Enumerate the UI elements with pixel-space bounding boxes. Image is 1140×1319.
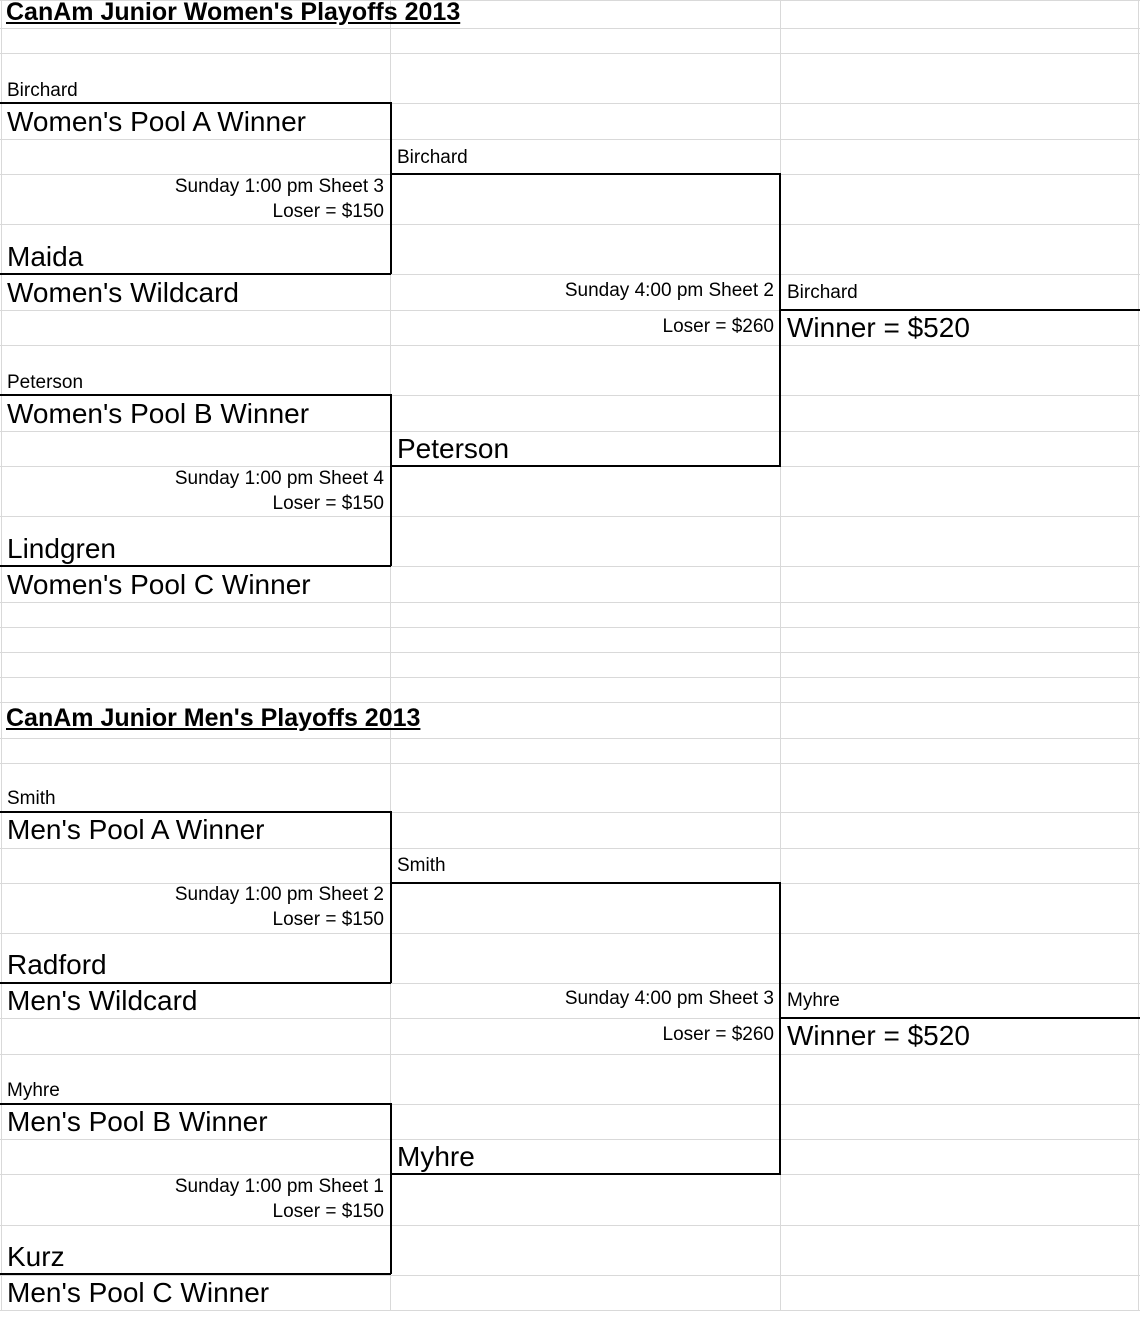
bracket-line — [0, 811, 391, 813]
gridline-row — [0, 310, 1140, 311]
women-winner-prize: Winner = $520 — [787, 312, 970, 343]
bracket-line — [390, 1103, 392, 1274]
men-semi2-bottom-seed: Men's Pool C Winner — [7, 1277, 270, 1308]
gridline-row — [0, 652, 1140, 653]
gridline-row — [0, 738, 1140, 739]
bracket-line — [779, 173, 781, 466]
gridline-row — [0, 1139, 1140, 1140]
gridline-row — [0, 566, 1140, 567]
gridline-row — [0, 1310, 1140, 1311]
men-champion-name: Myhre — [787, 990, 840, 1011]
bracket-line — [390, 394, 392, 566]
gridline-row — [0, 345, 1140, 346]
bracket-line — [390, 882, 781, 884]
men-semi1-bottom-seed: Men's Wildcard — [7, 985, 198, 1016]
women-final-bottom-name: Peterson — [397, 433, 510, 464]
gridline-row — [0, 602, 1140, 603]
women-semi1-loser-prize: Loser = $150 — [272, 201, 384, 222]
men-final-loser-prize: Loser = $260 — [662, 1024, 774, 1045]
gridline-row — [0, 677, 1140, 678]
men-final-bottom-name: Myhre — [397, 1141, 475, 1172]
bracket-line — [0, 565, 391, 567]
men-semi1-time: Sunday 1:00 pm Sheet 2 — [174, 884, 384, 905]
men-semi2-top-seed: Men's Pool B Winner — [7, 1106, 268, 1137]
bracket-line — [780, 1017, 1140, 1019]
women-semi2-time: Sunday 1:00 pm Sheet 4 — [174, 468, 384, 489]
men-semi1-loser-prize: Loser = $150 — [272, 909, 384, 930]
gridline-column — [390, 0, 391, 1310]
women-semi2-bottom-name: Lindgren — [7, 533, 116, 564]
gridline-row — [0, 702, 1140, 703]
gridline-column — [1, 0, 2, 1310]
bracket-line — [0, 102, 391, 104]
bracket-line — [390, 465, 781, 467]
bracket-line — [779, 882, 781, 1174]
gridline-row — [0, 1275, 1140, 1276]
bracket-line — [390, 173, 781, 175]
women-final-top-name: Birchard — [397, 147, 468, 168]
bracket-line — [780, 309, 1140, 311]
gridline-row — [0, 1018, 1140, 1019]
women-semi2-bottom-seed: Women's Pool C Winner — [7, 569, 311, 600]
gridline-row — [0, 28, 1140, 29]
gridline-row — [0, 933, 1140, 934]
men-semi1-winner-name: Smith — [7, 788, 56, 809]
women-semi2-loser-prize: Loser = $150 — [272, 493, 384, 514]
gridline-row — [0, 0, 1140, 1]
women-semi2-winner-name: Peterson — [7, 372, 84, 393]
bracket-line — [390, 811, 392, 983]
men-semi1-top-seed: Men's Pool A Winner — [7, 814, 265, 845]
gridline-row — [0, 274, 1140, 275]
bracket-line — [0, 1273, 391, 1275]
men-bracket-title: CanAm Junior Men's Playoffs 2013 — [6, 704, 421, 732]
gridline-row — [0, 224, 1140, 225]
gridline-row — [0, 763, 1140, 764]
men-semi2-loser-prize: Loser = $150 — [272, 1201, 384, 1222]
gridline-row — [0, 516, 1140, 517]
gridline-column — [1138, 0, 1139, 1310]
women-semi1-bottom-name: Maida — [7, 241, 84, 272]
women-semi1-bottom-seed: Women's Wildcard — [7, 277, 239, 308]
gridline-row — [0, 53, 1140, 54]
gridline-row — [0, 431, 1140, 432]
women-semi1-winner-name: Birchard — [7, 80, 78, 101]
bracket-line — [0, 982, 391, 984]
men-semi1-bottom-name: Radford — [7, 949, 107, 980]
women-final-time: Sunday 4:00 pm Sheet 2 — [564, 280, 774, 301]
women-champion-name: Birchard — [787, 282, 858, 303]
women-semi1-time: Sunday 1:00 pm Sheet 3 — [174, 176, 384, 197]
gridline-row — [0, 395, 1140, 396]
gridline-row — [0, 103, 1140, 104]
women-semi1-top-seed: Women's Pool A Winner — [7, 106, 306, 137]
men-semi2-time: Sunday 1:00 pm Sheet 1 — [174, 1176, 384, 1197]
gridline-row — [0, 1225, 1140, 1226]
bracket-line — [0, 273, 391, 275]
gridline-row — [0, 812, 1140, 813]
gridline-row — [0, 1104, 1140, 1105]
gridline-row — [0, 627, 1140, 628]
gridline-row — [0, 1054, 1140, 1055]
women-bracket-title: CanAm Junior Women's Playoffs 2013 — [6, 0, 461, 26]
gridline-row — [0, 139, 1140, 140]
gridline-column — [780, 0, 781, 1310]
women-semi2-top-seed: Women's Pool B Winner — [7, 398, 310, 429]
men-final-top-name: Smith — [397, 855, 446, 876]
bracket-line — [0, 1103, 391, 1105]
gridline-row — [0, 848, 1140, 849]
men-semi2-winner-name: Myhre — [7, 1080, 60, 1101]
men-final-time: Sunday 4:00 pm Sheet 3 — [564, 988, 774, 1009]
bracket-line — [390, 1173, 781, 1175]
bracket-line — [0, 394, 391, 396]
bracket-line — [390, 102, 392, 274]
men-semi2-bottom-name: Kurz — [7, 1241, 65, 1272]
men-winner-prize: Winner = $520 — [787, 1020, 970, 1051]
gridline-row — [0, 983, 1140, 984]
women-final-loser-prize: Loser = $260 — [662, 316, 774, 337]
